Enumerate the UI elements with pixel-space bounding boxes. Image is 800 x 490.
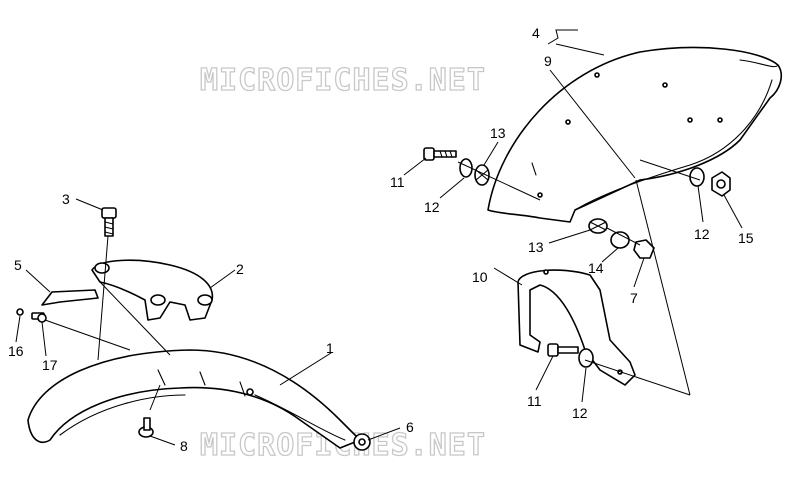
callout-12-upper-right: 12 xyxy=(694,226,710,242)
callout-6: 6 xyxy=(406,419,414,435)
star-washer-lower xyxy=(588,218,608,234)
callout-numbers: 1 2 3 4 5 6 7 8 9 10 11 11 12 12 12 13 1… xyxy=(8,25,754,454)
callout-13-upper: 13 xyxy=(490,125,506,141)
callout-13-lower: 13 xyxy=(528,239,544,255)
nut-15 xyxy=(711,171,731,197)
front-fender xyxy=(27,349,361,449)
callout-7: 7 xyxy=(630,290,638,306)
cable-clip xyxy=(41,289,99,306)
callout-3: 3 xyxy=(62,191,70,207)
callout-leaders xyxy=(15,69,743,446)
rear-bolt-upper xyxy=(423,147,457,161)
callout-5: 5 xyxy=(14,257,22,273)
star-washer-upper xyxy=(474,164,490,186)
callout-12-lower: 12 xyxy=(572,405,588,421)
callout-12-upper-left: 12 xyxy=(424,199,440,215)
front-bolt xyxy=(138,417,154,438)
watermark-top: MICROFICHES.NET xyxy=(200,63,486,98)
rear-bolt-lower xyxy=(547,343,579,357)
callout-10: 10 xyxy=(472,269,488,285)
callout-11-upper: 11 xyxy=(390,174,405,190)
callout-1: 1 xyxy=(326,340,334,356)
nut-7 xyxy=(633,239,655,259)
speedometer-cable-end xyxy=(254,394,371,451)
small-screw xyxy=(16,308,47,323)
rear-fender-bracket xyxy=(517,269,636,386)
front-fender-bracket xyxy=(91,259,214,321)
washer-lower xyxy=(578,348,594,368)
rear-fender-group xyxy=(423,29,782,396)
callout-16: 16 xyxy=(8,343,24,359)
callout-9: 9 xyxy=(544,53,552,69)
callout-15: 15 xyxy=(738,230,754,246)
callout-11-lower: 11 xyxy=(527,393,542,409)
front-screw xyxy=(101,207,117,237)
washer-14 xyxy=(610,231,630,249)
callout-4: 4 xyxy=(532,25,540,41)
callout-2: 2 xyxy=(236,261,244,277)
front-fender-group xyxy=(16,207,371,451)
callout-17: 17 xyxy=(42,357,58,373)
callout-8: 8 xyxy=(180,438,188,454)
rear-fender xyxy=(487,46,782,223)
callout-14: 14 xyxy=(588,260,604,276)
